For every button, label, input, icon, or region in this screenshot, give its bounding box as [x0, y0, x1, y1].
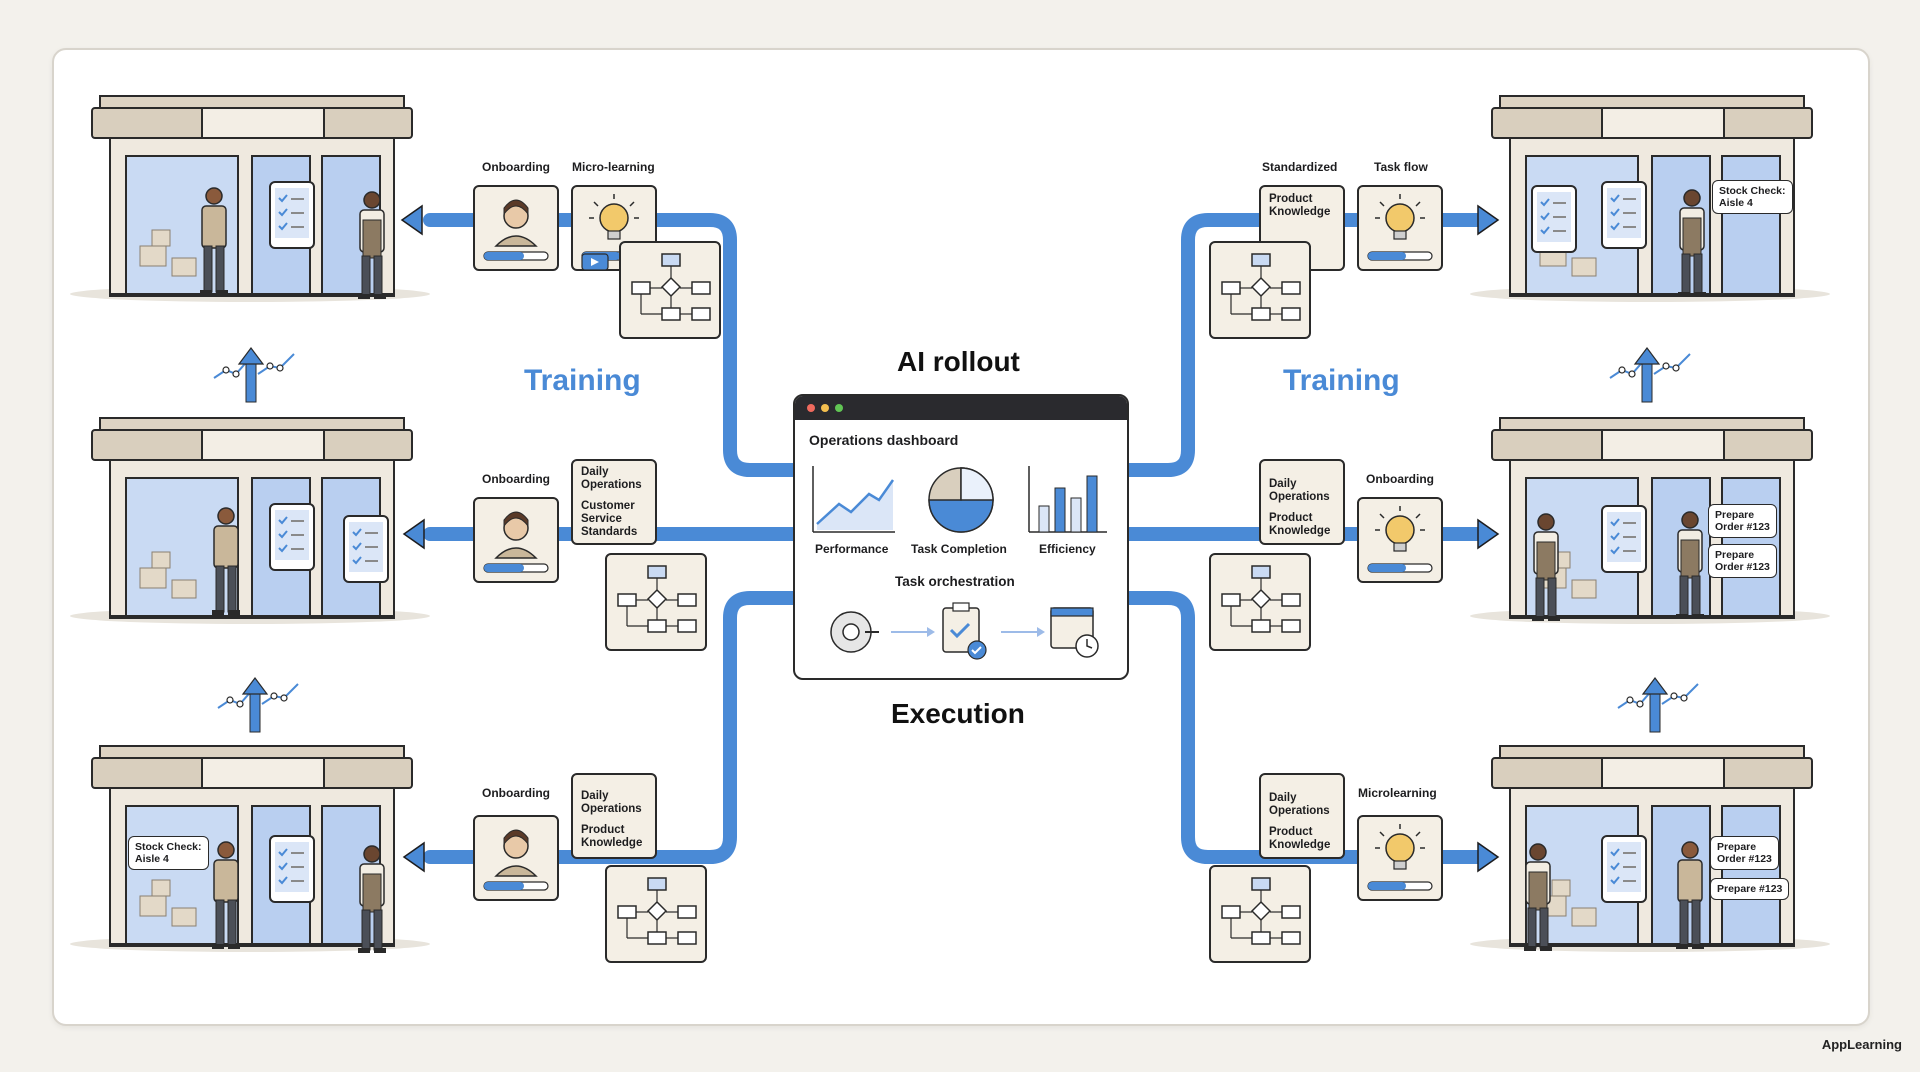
connector-left-top — [423, 213, 800, 477]
avatar-card-left-top — [473, 185, 559, 271]
calendar-clock-icon — [1050, 607, 1099, 658]
avatar-card-left-bot — [473, 815, 559, 901]
arrowhead-right-mid — [1477, 518, 1500, 550]
bulb-card-right-mid — [1357, 497, 1443, 583]
section-label-left: Training — [524, 364, 641, 397]
flow-card-right-bot — [1209, 865, 1311, 963]
clipboard-check-icon — [942, 602, 987, 660]
bulb-card-right-bot — [1357, 815, 1443, 901]
flow-card-left-mid — [605, 553, 707, 651]
arrowhead-right-top — [1477, 204, 1500, 236]
performance-chart-icon — [812, 466, 895, 533]
brand-logo: AppLearning — [1821, 1037, 1902, 1052]
growth-icon-right-upper — [1609, 347, 1691, 403]
arrowhead-left-top — [400, 204, 423, 236]
connector-right-bot — [1118, 591, 1487, 864]
label-right-bot-b: Microlearning — [1358, 786, 1437, 800]
flow-card-left-bot — [605, 865, 707, 963]
arrowhead-right-bot — [1477, 841, 1500, 873]
label-right-top-a: Standardized — [1262, 160, 1338, 174]
speech-bubble-right-top: Stock Check:Aisle 4 — [1712, 180, 1793, 214]
widget-label-task-completion: Task Completion — [911, 542, 1007, 556]
orchestration-heading: Task orchestration — [895, 574, 1015, 589]
avatar-card-left-mid — [473, 497, 559, 583]
flow-card-right-top — [1209, 241, 1311, 339]
flow-card-left-top — [619, 241, 721, 339]
diagram-title: AI rollout — [897, 346, 1020, 377]
label-left-top-a: Onboarding — [482, 160, 550, 174]
connector-right-top — [1118, 213, 1487, 477]
speech-bubble-right-bot-2: Prepare #123 — [1710, 878, 1790, 900]
close-dot-icon — [807, 404, 815, 412]
bulb-card-right-top — [1357, 185, 1443, 271]
speech-bubble-left-bot: Stock Check:Aisle 4 — [128, 836, 209, 870]
zoom-dot-icon — [835, 404, 843, 412]
label-left-top-b: Micro-learning — [572, 160, 655, 174]
flow-card-right-mid — [1209, 553, 1311, 651]
label-right-mid-b: Onboarding — [1366, 472, 1434, 486]
connector-left-bot — [423, 591, 800, 864]
dashboard-heading: Operations dashboard — [809, 432, 959, 448]
growth-icon-left-lower — [217, 677, 299, 733]
arrowhead-left-mid — [402, 518, 425, 550]
minimize-dot-icon — [821, 404, 829, 412]
section-label-right: Training — [1283, 364, 1400, 397]
bulb-card-left-top — [571, 185, 657, 271]
task-completion-pie-icon — [928, 467, 994, 533]
operations-dashboard: Operations dashboard — [793, 394, 1129, 680]
diagram-subtitle: Execution — [891, 698, 1025, 729]
window-titlebar — [795, 396, 1127, 420]
label-right-top-b: Task flow — [1374, 160, 1428, 174]
widget-label-performance: Performance — [815, 542, 889, 556]
gear-icon — [830, 611, 879, 653]
label-left-bot-a: Onboarding — [482, 786, 550, 800]
growth-icon-left-upper — [213, 347, 295, 403]
label-left-mid-a: Onboarding — [482, 472, 550, 486]
efficiency-bars-icon — [1028, 466, 1107, 533]
growth-icon-right-lower — [1617, 677, 1699, 733]
dashboard-graphics — [812, 466, 1107, 660]
widget-label-efficiency: Efficiency — [1039, 542, 1096, 556]
arrowhead-left-bot — [402, 841, 425, 873]
